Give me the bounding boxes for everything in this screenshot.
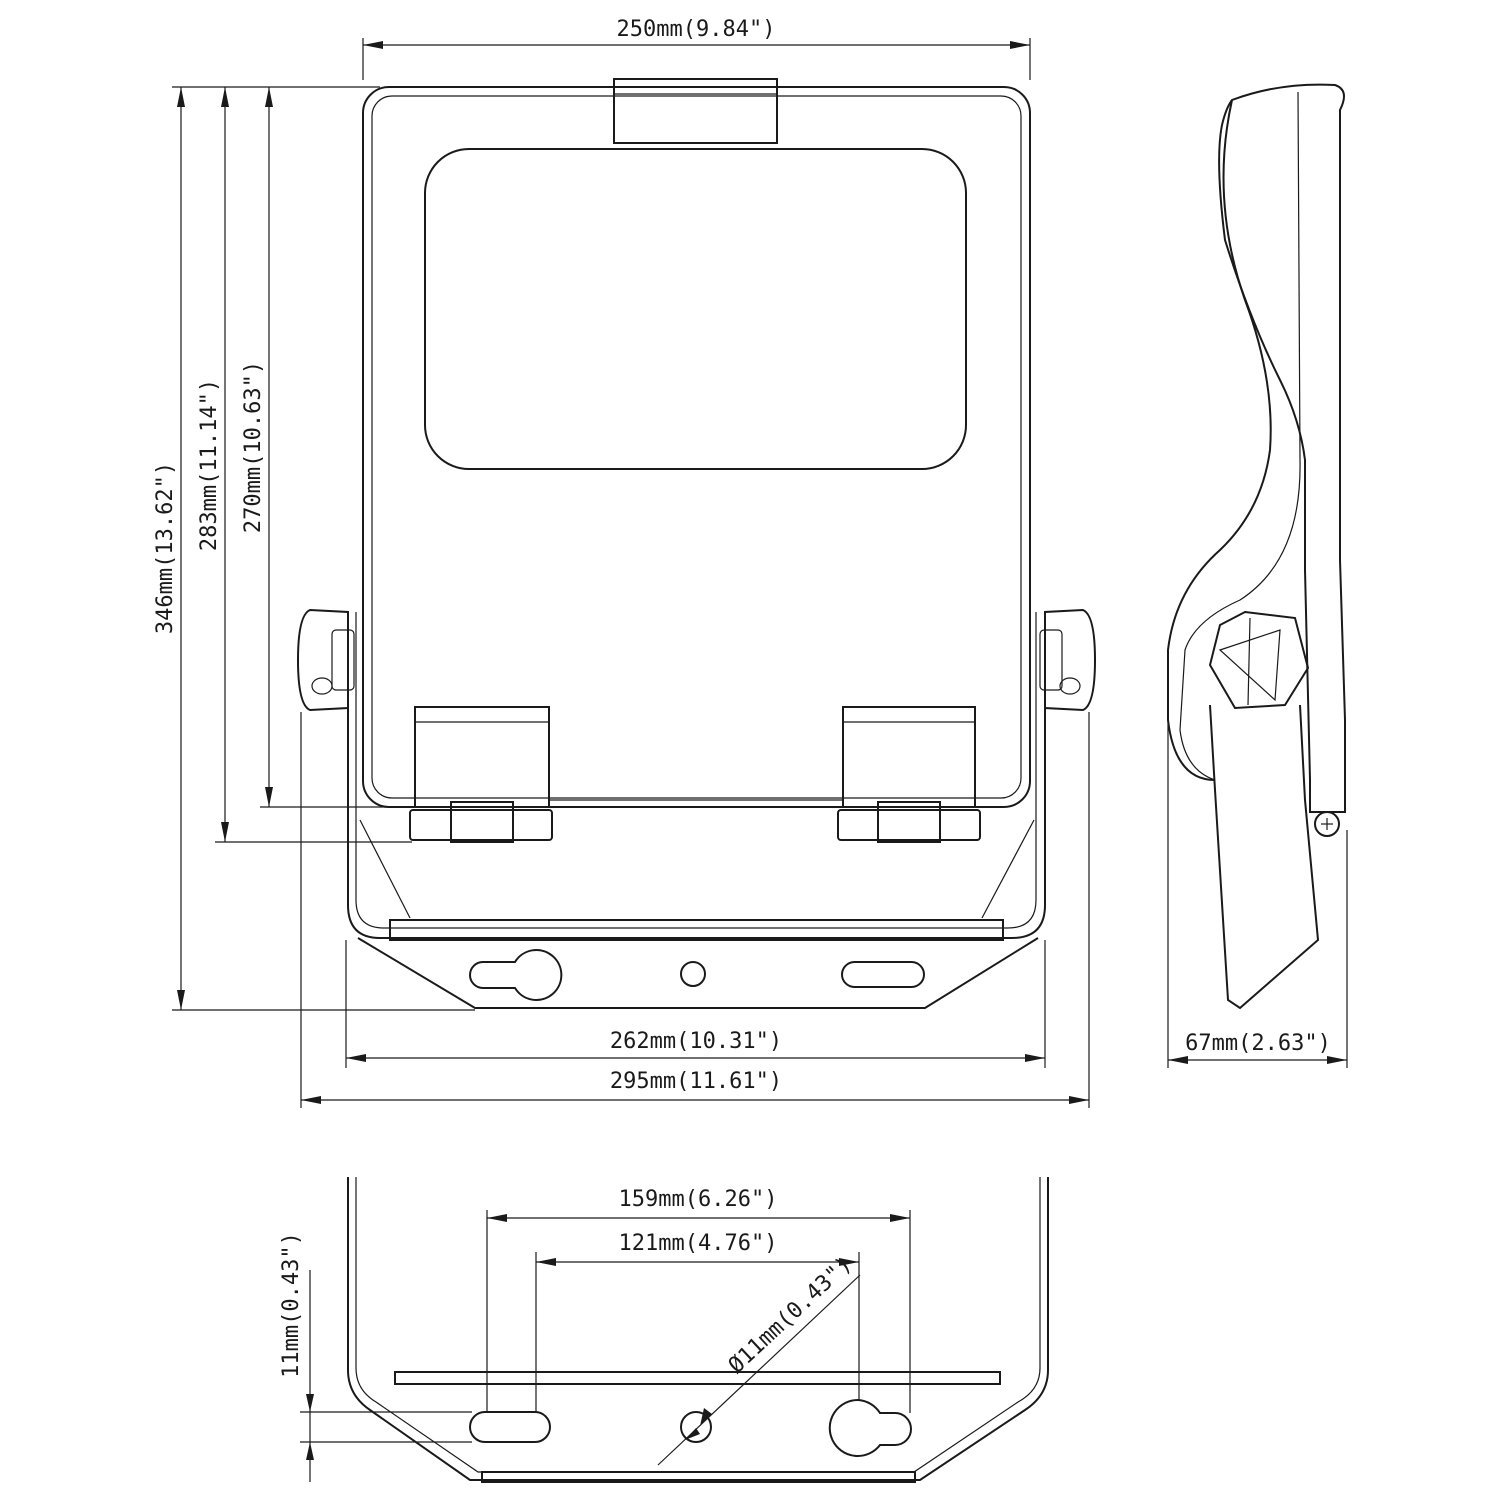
dim-250 bbox=[362, 38, 1031, 80]
side-arm bbox=[1209, 704, 1320, 1010]
dim-vertical bbox=[172, 86, 475, 1011]
center-hole bbox=[680, 961, 706, 987]
front-view bbox=[296, 78, 1097, 1009]
side-screw bbox=[1314, 811, 1340, 837]
side-housing bbox=[1218, 83, 1346, 813]
bracket-base bbox=[357, 937, 1039, 1009]
left-knob bbox=[296, 608, 355, 712]
dim-11 bbox=[300, 1270, 472, 1482]
dim-slot-spacing bbox=[486, 1210, 911, 1413]
dim-hole bbox=[657, 1274, 861, 1466]
dim-67 bbox=[1167, 720, 1348, 1068]
label-159: 159mm(6.26") bbox=[619, 1187, 778, 1212]
lens-window bbox=[424, 148, 967, 470]
label-295: 295mm(11.61") bbox=[610, 1069, 782, 1094]
label-283: 283mm(11.14") bbox=[197, 379, 222, 551]
center-hole-bottom bbox=[680, 1411, 712, 1443]
label-262: 262mm(10.31") bbox=[610, 1029, 782, 1054]
side-view bbox=[1167, 83, 1346, 1010]
label-hole-diameter: Ø11mm(0.43") bbox=[724, 1252, 857, 1379]
label-11: 11mm(0.43") bbox=[279, 1232, 304, 1378]
label-346: 346mm(13.62") bbox=[153, 462, 178, 634]
dim-bottom-widths bbox=[300, 712, 1090, 1108]
right-hinge bbox=[837, 706, 981, 843]
side-knob bbox=[1208, 610, 1310, 710]
top-clip bbox=[613, 78, 778, 144]
right-knob bbox=[1039, 608, 1097, 712]
bracket-plate bbox=[389, 919, 1004, 941]
left-hinge bbox=[409, 706, 553, 843]
label-250: 250mm(9.84") bbox=[617, 17, 776, 42]
oval-slot bbox=[841, 961, 925, 988]
bottom-lip bbox=[481, 1471, 916, 1483]
keyhole-slot-bottom bbox=[828, 1398, 912, 1457]
bottom-plate bbox=[394, 1371, 1001, 1385]
label-121: 121mm(4.76") bbox=[619, 1231, 778, 1256]
bottom-view bbox=[347, 1177, 1049, 1483]
bracket-arms bbox=[347, 612, 1046, 939]
label-67: 67mm(2.63") bbox=[1185, 1031, 1331, 1056]
housing-outline bbox=[362, 86, 1031, 808]
bottom-bracket bbox=[347, 1177, 1049, 1481]
label-270: 270mm(10.63") bbox=[241, 361, 266, 533]
oval-slot-bottom bbox=[469, 1411, 551, 1443]
housing-inner-outline bbox=[371, 95, 1022, 799]
keyhole-slot bbox=[469, 949, 563, 1001]
